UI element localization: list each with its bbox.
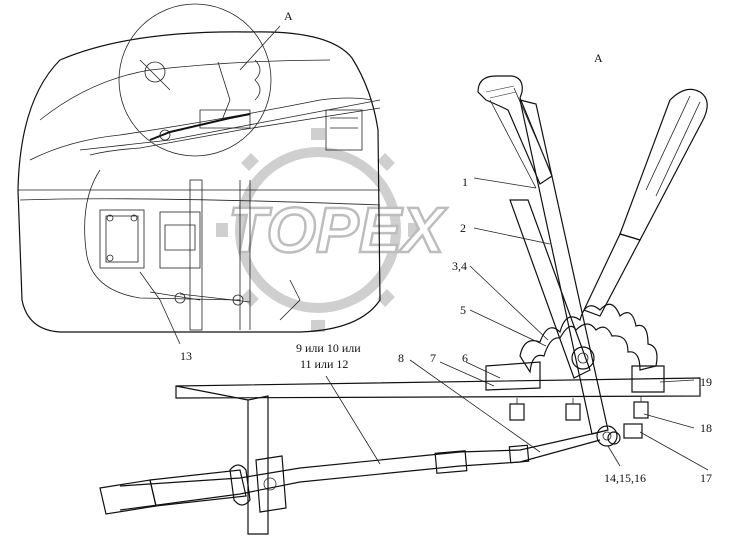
callout-9-line2: 11 или 12 — [300, 357, 348, 371]
callout-9-line1: 9 или 10 или — [296, 341, 361, 355]
labels: А А 1 2 3,4 5 6 7 8 9 или 10 или 11 или … — [180, 9, 712, 485]
callout-1: 1 — [462, 175, 468, 189]
leader-lines — [159, 25, 709, 471]
callout-14-15-16: 14,15,16 — [604, 471, 646, 485]
callout-7: 7 — [430, 351, 436, 365]
view-title-label: А — [594, 51, 603, 65]
vehicle-body-view — [17, 3, 381, 333]
watermark-text: ТОРЕХ — [228, 194, 447, 266]
callout-2: 2 — [460, 221, 466, 235]
pedal-assembly-view — [99, 75, 708, 535]
callout-5: 5 — [460, 303, 466, 317]
callout-18: 18 — [700, 421, 712, 435]
watermark: ТОРЕХ — [216, 128, 449, 332]
callout-8: 8 — [398, 351, 404, 365]
callout-19: 19 — [700, 375, 712, 389]
callout-17: 17 — [700, 471, 712, 485]
callout-3-4: 3,4 — [452, 259, 467, 273]
callout-13: 13 — [180, 349, 192, 363]
callout-6: 6 — [462, 351, 468, 365]
view-marker-label: А — [284, 9, 293, 23]
